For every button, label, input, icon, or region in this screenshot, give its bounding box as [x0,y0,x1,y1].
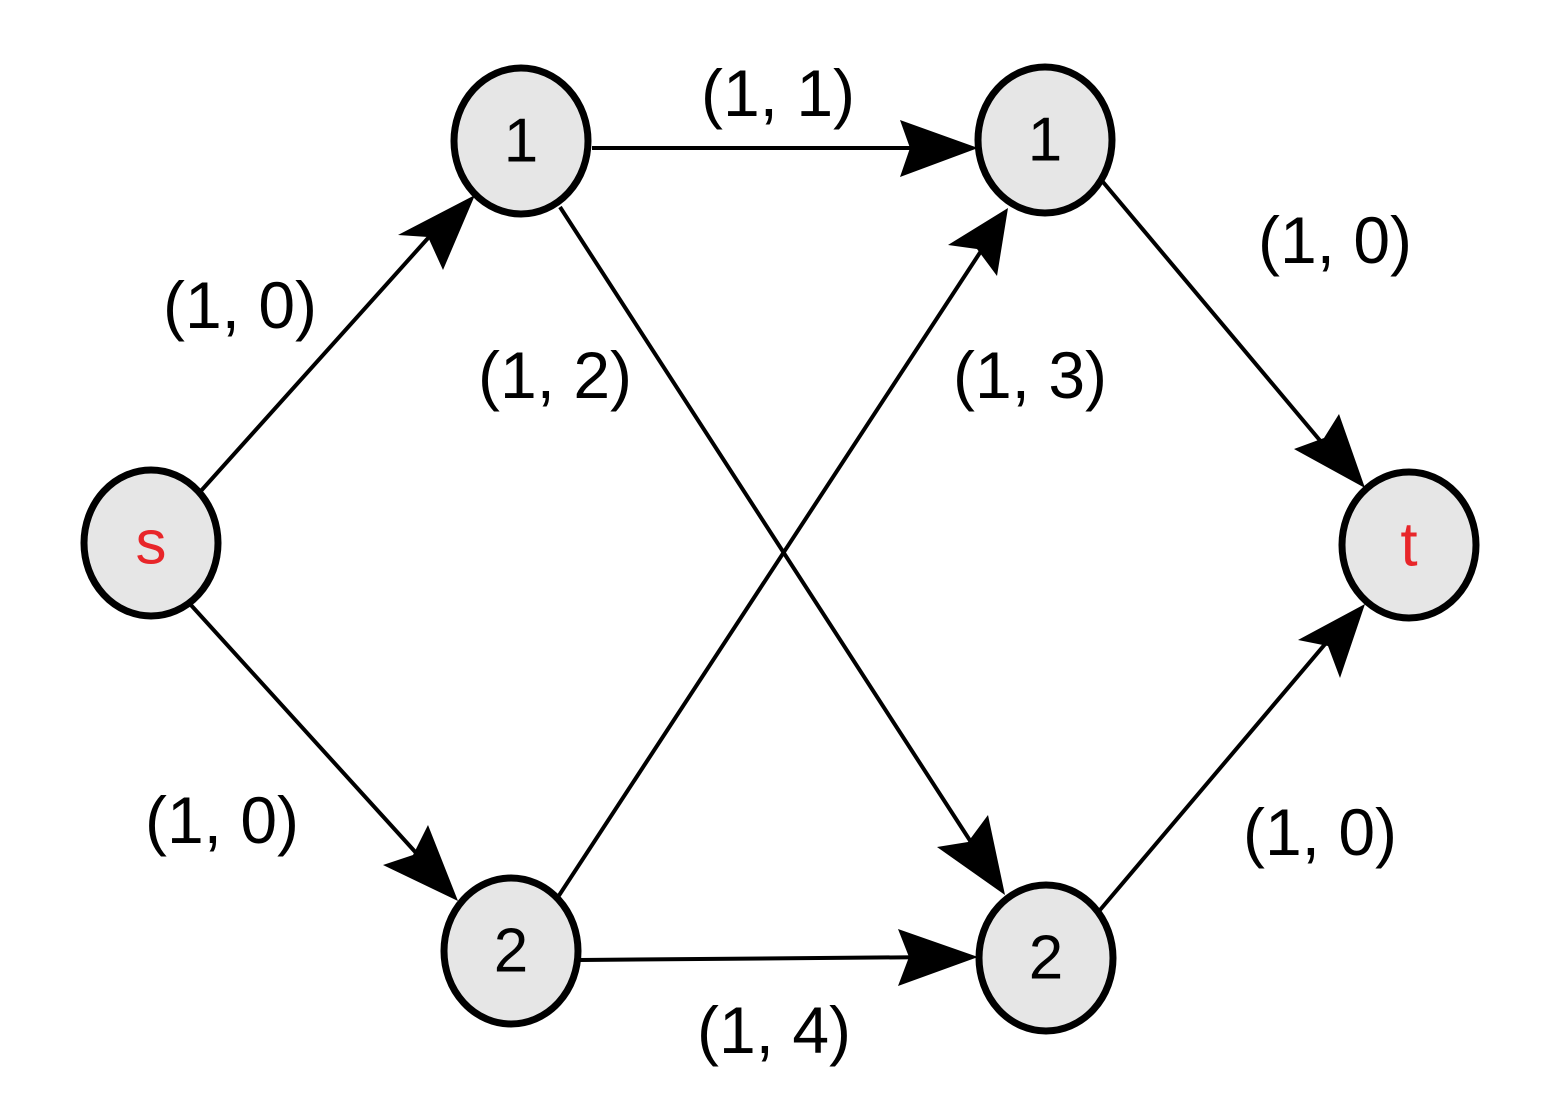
edge-label-right-1-to-t: (1, 0) [1258,203,1412,277]
node-left-1: 1 [450,64,592,218]
arrowhead-left-2-to-right-1 [948,208,1008,276]
node-s-label: s [136,509,167,578]
edge-label-right-2-to-t: (1, 0) [1243,795,1397,869]
arrowhead-left-1-to-right-2 [937,815,1005,895]
node-t-label: t [1400,511,1417,580]
node-s-circle [80,466,222,620]
node-left-2-circle [440,874,582,1028]
node-right-2-label: 2 [1029,924,1063,993]
edges [188,146,1339,962]
arrowhead-left-2-to-right-2 [898,929,978,986]
node-t-circle [1338,468,1480,622]
node-left-2-label: 2 [494,917,528,986]
edge-label-left-1-to-right-1: (1, 1) [701,56,855,130]
arrowhead-left-1-to-right-1 [900,120,978,177]
node-left-1-circle [450,64,592,218]
arrowhead-right-2-to-t [1298,604,1365,678]
node-right-1: 1 [974,63,1116,217]
arrowhead-s-to-left-1 [398,195,475,270]
node-t: t [1338,468,1480,622]
edge-right-2-to-t [1098,628,1339,912]
edge-left-2-to-right-1 [556,246,985,899]
edge-label-left-2-to-right-2: (1, 4) [697,993,851,1067]
arrowhead-s-to-left-2 [383,825,458,901]
edge-s-to-left-2 [188,602,430,868]
edge-s-to-left-1 [198,225,440,494]
arrowheads [383,120,1365,986]
node-right-2-circle [975,881,1117,1035]
edge-right-1-to-t [1101,180,1335,458]
node-right-2: 2 [975,881,1117,1035]
edge-label-left-1-to-right-2: (1, 2) [478,338,632,412]
edge-label-s-to-left-1: (1, 0) [163,268,317,342]
edge-label-s-to-left-2: (1, 0) [145,783,299,857]
edge-left-2-to-right-2 [579,955,943,962]
node-right-1-circle [974,63,1116,217]
node-left-1-label: 1 [504,107,538,176]
node-right-1-label: 1 [1028,106,1062,175]
edge-label-left-2-to-right-1: (1, 3) [953,338,1107,412]
node-left-2: 2 [440,874,582,1028]
arrowhead-right-1-to-t [1294,414,1365,488]
node-s: s [80,466,222,620]
edge-left-1-to-right-2 [558,205,982,858]
edge-labels: (1, 0) (1, 0) (1, 1) (1, 2) (1, 3) (1, 4… [145,56,1412,1067]
